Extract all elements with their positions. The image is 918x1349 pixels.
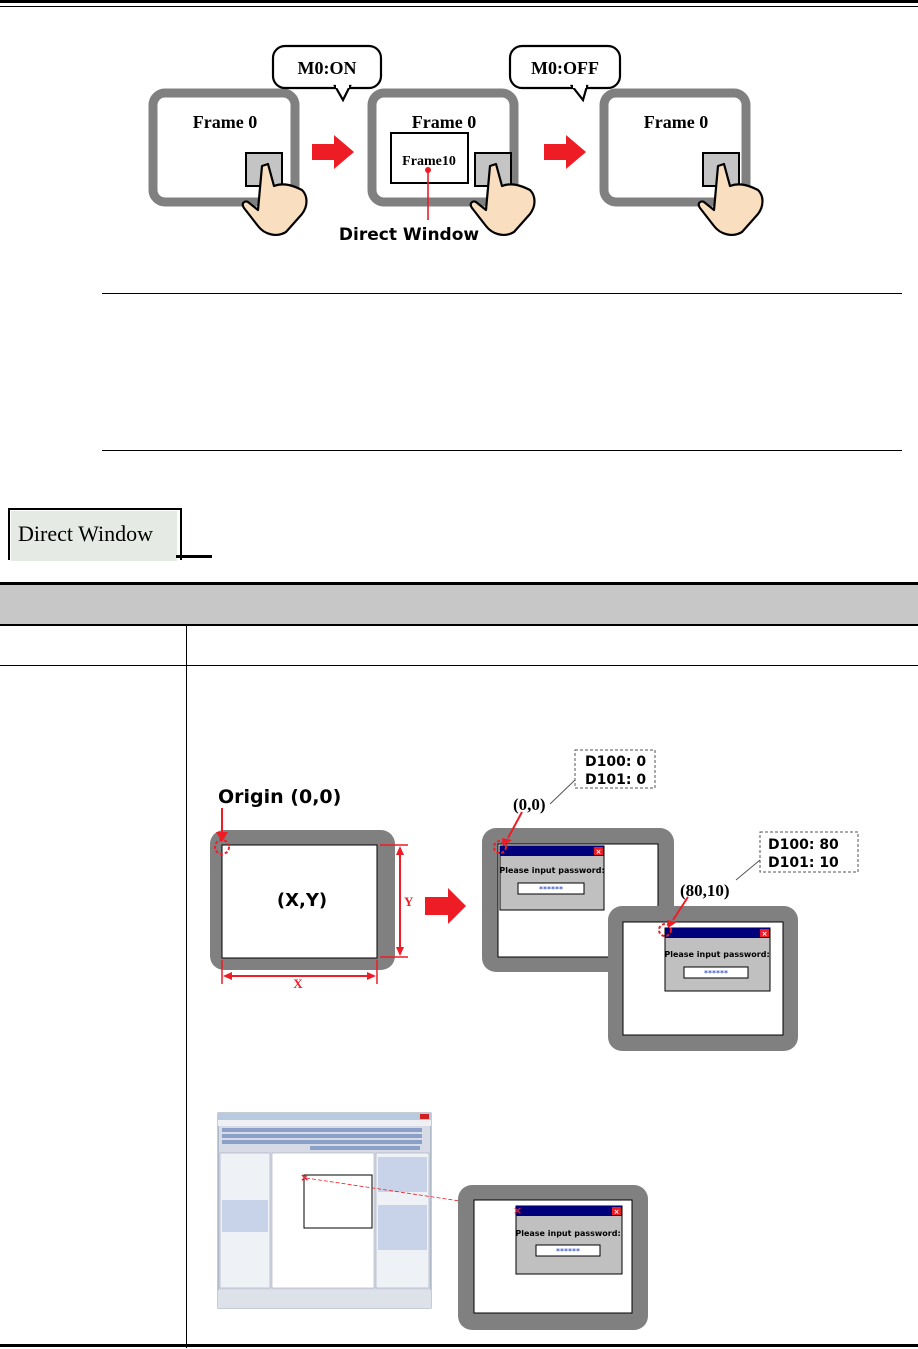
password-value-3: ****** — [556, 1247, 580, 1256]
password-prompt-2: Please input password: — [664, 950, 769, 959]
svg-text:×: × — [300, 1171, 309, 1184]
axis-x-label: X — [293, 976, 303, 991]
bubble-off-label: M0:OFF — [531, 58, 599, 78]
svg-text:×: × — [762, 930, 768, 938]
bubble-on-label: M0:ON — [298, 58, 357, 78]
header-rule-thick — [0, 0, 918, 3]
callout2-line2: D101: 10 — [768, 855, 839, 871]
position-diagram: Origin (0,0) (X,Y) Y X × Please input pa… — [210, 749, 859, 1051]
table-row-rule — [0, 665, 918, 666]
svg-text:×: × — [513, 1204, 522, 1217]
xy-label: (X,Y) — [277, 890, 327, 911]
bubble-on — [271, 44, 383, 103]
origin-label: Origin (0,0) — [218, 786, 341, 808]
section-tab-label: Direct Window — [18, 521, 153, 546]
password-prompt-1: Please input password: — [499, 866, 604, 875]
frame-title-2: Frame 0 — [412, 112, 476, 132]
callout2-line1: D100: 80 — [768, 837, 839, 853]
password-prompt-3: Please input password: — [515, 1229, 620, 1238]
coord-2: (80,10) — [680, 881, 730, 900]
svg-text:×: × — [596, 848, 602, 856]
table-column-divider — [186, 626, 187, 1348]
bubble-off — [508, 44, 622, 103]
axis-y-label: Y — [404, 894, 414, 909]
top-frame-diagram: Frame 0 M0:ON Frame 0 Frame10 Direct Win… — [148, 44, 764, 245]
header-rule-thin — [0, 6, 918, 7]
callout1-line2: D101: 0 — [585, 772, 646, 788]
table-top-rule — [0, 582, 918, 585]
table-bottom-rule — [0, 1344, 918, 1347]
section-tab — [11, 511, 177, 561]
note-rule-bottom — [102, 450, 902, 451]
table-header-rule — [0, 624, 918, 626]
section-tab-underline — [176, 555, 212, 558]
callout1-line1: D100: 0 — [585, 754, 646, 770]
coord-1: (0,0) — [513, 795, 546, 814]
frame-after — [599, 88, 764, 236]
frame-before — [148, 88, 308, 236]
frame-title-1: Frame 0 — [193, 112, 257, 132]
frame-title-3: Frame 0 — [644, 112, 708, 132]
password-value-1: ****** — [539, 885, 563, 894]
frame-with-window — [367, 88, 536, 236]
password-value-2: ****** — [704, 969, 728, 978]
direct-window-caption: Direct Window — [339, 225, 480, 245]
table-header-row — [0, 585, 918, 624]
editor-screenshot-diagram: × × Please input password: ****** × — [217, 1112, 648, 1330]
svg-text:×: × — [614, 1208, 620, 1216]
direct-window-frame-label: Frame10 — [402, 154, 456, 169]
note-rule-top — [102, 293, 902, 294]
